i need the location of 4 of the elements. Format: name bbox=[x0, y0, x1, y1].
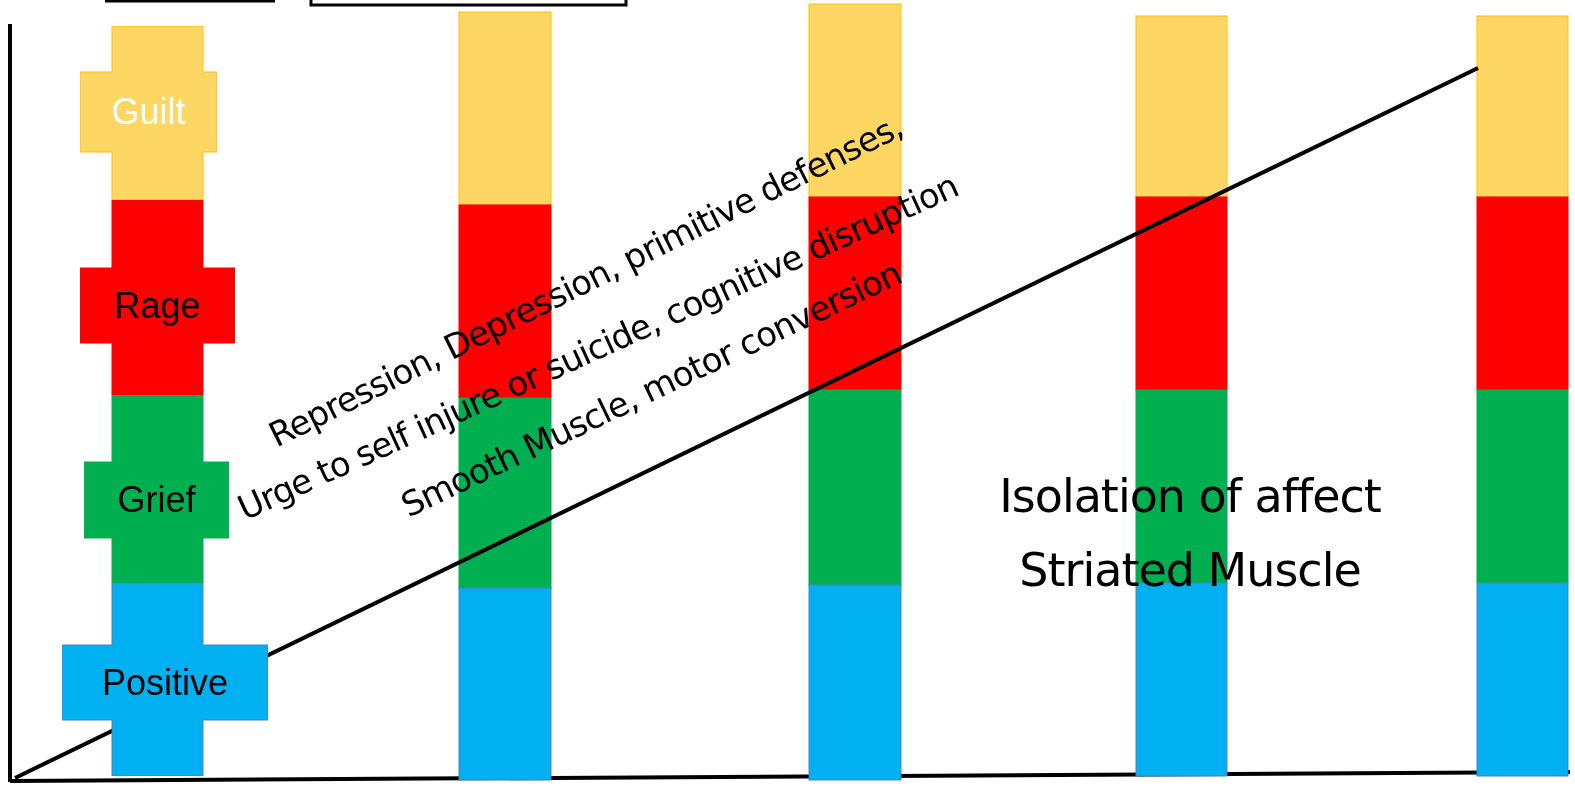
emotion-label: Guilt bbox=[111, 94, 186, 130]
emotion-label: Grief bbox=[117, 482, 196, 518]
emotion-label: Positive bbox=[101, 664, 229, 701]
emotion-label: Rage bbox=[114, 287, 201, 324]
